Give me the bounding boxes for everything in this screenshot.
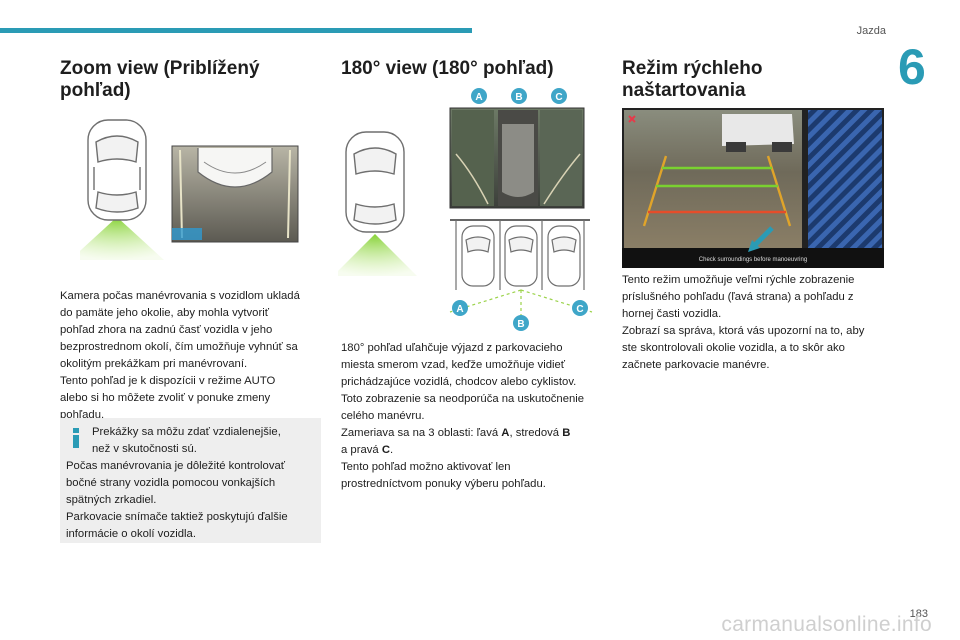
col2-line: Toto zobrazenie sa neodporúča na uskutoč… [341,393,585,405]
col1-line: bezprostrednom okolí, čím umožňuje vyhnú… [60,341,298,353]
col1-body: Kamera počas manévrovania s vozidlom ukl… [60,288,322,424]
zone-label-b: B [517,319,524,330]
info-icon [73,428,79,448]
zone-label-a: A [456,304,463,315]
col2-line: celého manévru. [341,410,425,422]
zone-c-ref: C [381,444,390,456]
top-view-placeholder [808,110,882,248]
watermark: carmanualsonline.info [721,613,932,636]
close-icon [628,115,636,123]
note-line: Počas manévrovania je dôležité kontrolov… [66,460,285,472]
chapter-number: 6 [898,39,926,95]
col3-title: Režim rýchleho naštartovania [622,58,763,101]
zone-a-ref: A [501,427,510,439]
note-line: než v skutočnosti sú. [92,443,197,455]
zone-badge-c-bottom: C [572,300,588,316]
note-body-text: Počas manévrovania je dôležité kontrolov… [66,458,318,543]
zone-label-b: B [515,92,522,103]
zone-badge-b-bottom: B [513,315,529,331]
col3-body: Tento režim umožňuje veľmi rýchle zobraz… [622,272,890,374]
camera-zone-icon [80,217,164,260]
note-box [60,418,321,543]
col2-zones-line: Zameriava sa na 3 oblasti: ľavá A, stred… [341,427,571,439]
col1-line: pohľad zhora na zadnú časť vozidla v jeh… [60,324,273,336]
parking-guide-lines [642,155,792,227]
col2-line: Tento pohľad možno aktivovať len [341,461,511,473]
note-line: Parkovacie snímače taktiež poskytujú ďal… [66,511,288,523]
col2-line: 180° pohľad uľahčuje výjazd z parkovacie… [341,342,563,354]
note-line: bočné strany vozidla pomocou vonkajších [66,477,276,489]
zone-label-a: A [475,92,482,103]
col3-line: začnete parkovacie manévre. [622,359,770,371]
note-line: Prekážky sa môžu zdať vzdialenejšie, [92,426,281,438]
arrow-indicator-icon [748,226,774,252]
col2-zones-line-2: a pravá C. [341,444,394,456]
col1-title: Zoom view (Priblížený pohľad) [60,58,260,101]
zoom-camera-image [171,145,299,243]
zone-label-c: C [555,92,562,103]
car-topview-icon [345,131,405,233]
col3-line: príslušného pohľadu (ľavá strana) a pohľ… [622,291,854,303]
col3-line: Zobrazí sa správa, ktorá vás upozorní na… [622,325,865,337]
view-180-camera-image [449,107,585,209]
quick-start-screen: Check surroundings before manoeuvring [622,108,884,268]
zone-badge-a-top: A [471,88,487,104]
zone-badge-a-bottom: A [452,300,468,316]
view-180-illustration: A B C [338,88,593,331]
col1-line: alebo si ho môžete zvoliť v ponuke zmeny [60,392,271,404]
col3-line: Tento režim umožňuje veľmi rýchle zobraz… [622,274,855,286]
zone-label-c: C [576,304,583,315]
col2-line: prichádzajúce vozidlá, chodcov alebo cyk… [341,376,577,388]
zone-badge-b-top: B [511,88,527,104]
note-warning-text: Prekážky sa môžu zdať vzdialenejšie, než… [92,424,317,458]
page-number: 183 [909,608,928,620]
view-zones-lines [449,289,593,316]
col1-line: do pamäte jeho okolie, aby mohla vytvori… [60,307,269,319]
screen-message: Check surroundings before manoeuvring [699,257,807,263]
col2-line: miesta smerom vzad, keďže umožňuje vidie… [341,359,566,371]
col1-line: Tento pohľad je k dispozícii v režime AU… [60,375,276,387]
parked-car-image [722,114,794,146]
col2-line: prostredníctvom ponuky výberu pohľadu. [341,478,546,490]
zoom-view-illustration [80,119,299,260]
zone-b-ref: B [562,427,571,439]
note-line: informácie o okolí vozidla. [66,528,196,540]
camera-zone-icon [338,234,417,276]
col1-line: okolitým prekážkam pri manévrovaní. [60,358,248,370]
col3-line: ste skontrolovali okolie vozidla, a to s… [622,342,845,354]
col3-line: hornej časti vozidla. [622,308,722,320]
zone-badge-c-top: C [551,88,567,104]
parking-row-diagram [450,219,590,290]
note-line: spätných zrkadiel. [66,494,157,506]
col1-line: Kamera počas manévrovania s vozidlom ukl… [60,290,300,302]
col2-title: 180° view (180° pohľad) [341,58,554,79]
col2-body: 180° pohľad uľahčuje výjazd z parkovacie… [341,340,609,493]
header-accent-bar [0,28,472,33]
car-topview-icon [87,119,147,221]
section-name: Jazda [856,25,886,37]
